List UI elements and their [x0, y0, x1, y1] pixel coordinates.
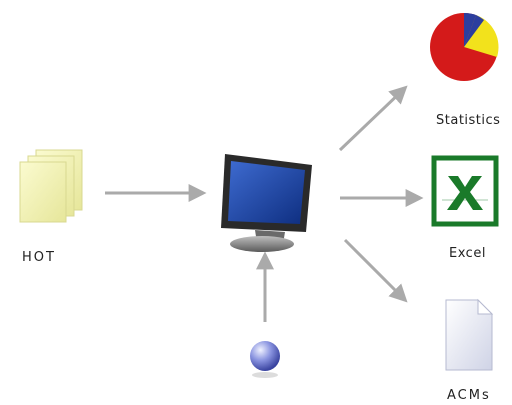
sphere-icon: [250, 341, 280, 378]
statistics-label: Statistics: [436, 113, 501, 128]
monitor-icon: [221, 154, 312, 252]
acms-label: ACMs: [447, 388, 491, 403]
document-icon: [445, 298, 494, 371]
pie-chart-icon: [430, 12, 499, 81]
excel-icon: [431, 155, 499, 227]
excel-label: Excel: [449, 246, 486, 261]
documents-icon: [19, 149, 83, 223]
hot-label: HOT: [22, 250, 56, 265]
arrow-monitor-to-statistics: [338, 85, 408, 152]
arrow-monitor-to-acms: [343, 238, 408, 303]
